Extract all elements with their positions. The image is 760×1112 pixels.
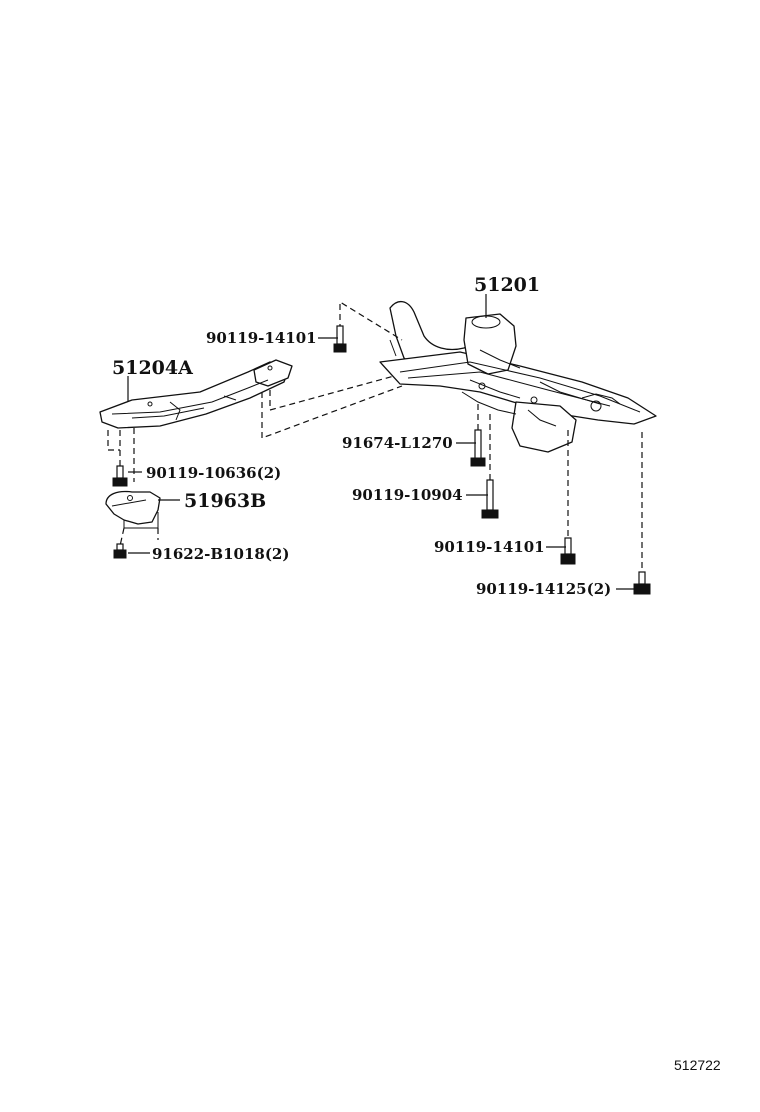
bolt-far-right xyxy=(633,571,651,595)
bolt-bracket xyxy=(113,543,127,559)
label-bolt-brace: 90119-10636(2) xyxy=(146,464,281,482)
label-bolt-mid: 91674-L1270 xyxy=(342,434,453,452)
label-crossmember: 51201 xyxy=(474,274,540,296)
label-bracket: 51963B xyxy=(184,490,266,512)
illustration-id: 512722 xyxy=(674,1057,721,1073)
bolt-long xyxy=(481,479,499,519)
label-bolt-bracket: 91622-B1018(2) xyxy=(152,545,289,563)
assembly-guides xyxy=(107,300,643,572)
label-bolt-top: 90119-14101 xyxy=(206,329,317,347)
bracket-illustration xyxy=(105,490,161,529)
bolt-mid xyxy=(470,429,486,467)
bolt-right xyxy=(560,537,576,565)
bolt-top xyxy=(333,325,347,353)
label-bolt-right: 90119-14101 xyxy=(434,538,545,556)
brace-illustration xyxy=(99,359,293,429)
label-bolt-long: 90119-10904 xyxy=(352,486,463,504)
leader-lines xyxy=(127,294,636,590)
label-brace: 51204A xyxy=(112,357,193,379)
crossmember-illustration xyxy=(379,301,657,453)
label-bolt-far-right: 90119-14125(2) xyxy=(476,580,611,598)
bolt-brace xyxy=(112,465,128,487)
